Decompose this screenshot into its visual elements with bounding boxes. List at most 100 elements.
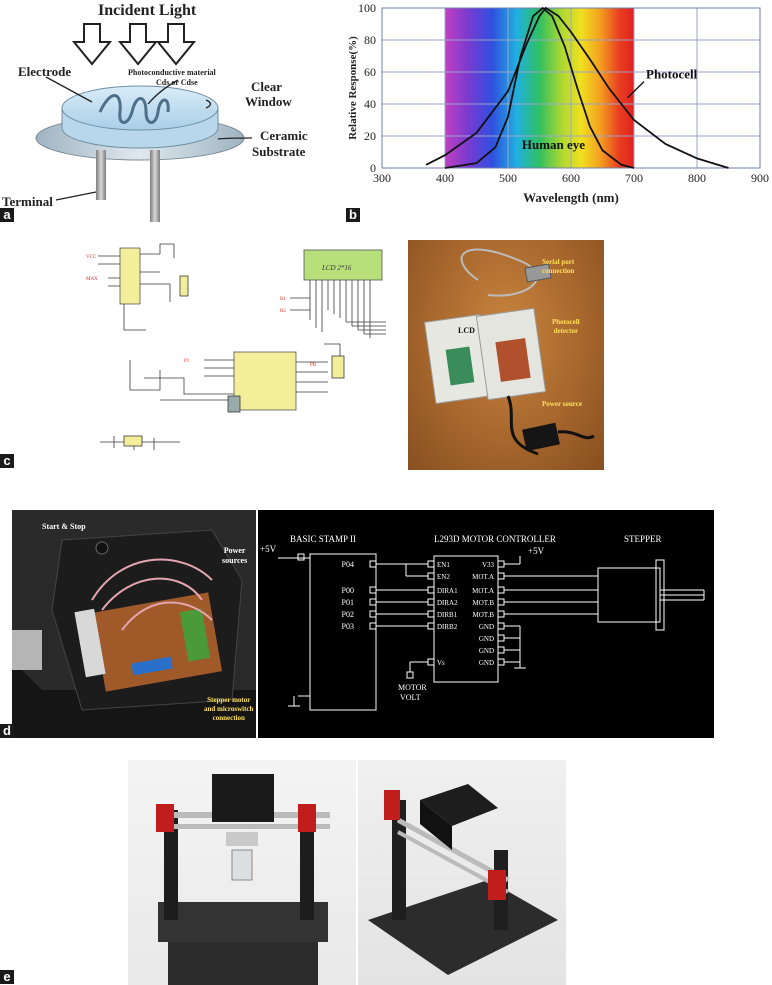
stamp-pin-label: P02 xyxy=(342,610,354,619)
annotation-photocell: Photocell xyxy=(646,66,698,81)
visible-spectrum-band xyxy=(445,8,634,168)
device-photo-side xyxy=(358,760,566,985)
panel-a: Incident Light Electrode Photoconductive… xyxy=(0,0,336,222)
lcd-label: LCD xyxy=(458,326,475,335)
stamp-pin-box xyxy=(369,598,377,606)
panel-label-a: a xyxy=(0,208,14,222)
driver-right-pin-box xyxy=(497,646,505,654)
basic-stamp-box xyxy=(309,553,377,711)
x-tick-label: 800 xyxy=(688,171,706,185)
series-line-human-eye xyxy=(444,6,635,169)
ldr-diagram xyxy=(35,23,253,222)
photoconductive-sub-label: Cds or Cdse xyxy=(156,78,198,87)
driver-right-pin-box xyxy=(497,634,505,642)
vcc-left-label: +5V xyxy=(260,544,277,554)
stamp-pin-label: P00 xyxy=(342,586,354,595)
annotation-photocell-arrow xyxy=(627,81,645,99)
driver-left-pin-box xyxy=(427,598,435,606)
stamp-pin-label: P01 xyxy=(342,598,354,607)
series-line-photocell xyxy=(425,6,729,169)
annotation-human-eye: Human eye xyxy=(522,137,585,152)
driver-left-pin-label: EN2 xyxy=(437,573,450,581)
clear-window-label-2: Window xyxy=(245,94,292,109)
svg-text:MAX: MAX xyxy=(86,277,98,282)
driver-left-pin-box xyxy=(427,610,435,618)
x-tick-label: 600 xyxy=(562,171,580,185)
stamp-pin-label: P04 xyxy=(342,560,354,569)
device-photo-front xyxy=(128,760,356,985)
y-tick-label: 60 xyxy=(364,65,376,79)
driver-left-pin-box xyxy=(427,560,435,568)
x-tick-label: 300 xyxy=(373,171,391,185)
ceramic-label: Ceramic xyxy=(260,128,308,143)
terminal-label: Terminal xyxy=(2,194,53,209)
plot-frame xyxy=(381,7,761,169)
driver-right-pin-label: MOT.B xyxy=(473,611,495,619)
substrate-label: Substrate xyxy=(252,144,306,159)
x-tick-label: 900 xyxy=(751,171,769,185)
power-source-label: Power source xyxy=(542,400,582,408)
y-tick-label: 40 xyxy=(364,97,376,111)
driver-left-pin-box xyxy=(427,586,435,594)
y-axis-label: Relative Response(%) xyxy=(347,36,359,140)
x-tick-label: 400 xyxy=(436,171,454,185)
stamp-pin-label: P03 xyxy=(342,622,354,631)
vcc-right-label: +5V xyxy=(528,546,545,556)
x-tick-label: 700 xyxy=(625,171,643,185)
panel-label-b: b xyxy=(346,208,360,222)
x-axis-label: Wavelength (nm) xyxy=(523,190,619,205)
driver-right-pin-label: MOT.A xyxy=(472,573,494,581)
driver-right-pin-label: GND xyxy=(479,635,494,643)
driver-left-pin-label: DIRA1 xyxy=(437,587,458,595)
svg-text:VCC: VCC xyxy=(86,255,97,260)
driver-left-pin-label: EN1 xyxy=(437,561,450,569)
driver-right-pin-box xyxy=(497,622,505,630)
panel-label-d: d xyxy=(0,724,14,738)
lcd-schematic-title: LCD 2*16 xyxy=(321,264,352,272)
motor-volt-terminal xyxy=(406,671,414,679)
y-tick-label: 80 xyxy=(364,33,376,47)
driver-right-pin-box xyxy=(497,572,505,580)
svg-text:R2: R2 xyxy=(280,309,286,314)
svg-text:P1: P1 xyxy=(184,359,190,364)
start-stop-label: Start & Stop xyxy=(42,522,86,531)
photoconductive-label: Photoconductive material xyxy=(128,68,216,77)
stamp-pin-box xyxy=(369,610,377,618)
driver-right-pin-box xyxy=(497,586,505,594)
stepper-flange xyxy=(655,559,665,631)
driver-left-pin-box xyxy=(427,658,435,666)
motor-schematic: BASIC STAMP II L293D MOTOR CONTROLLER STEP… xyxy=(258,510,714,738)
y-tick-label: 0 xyxy=(370,161,376,175)
driver-left-pin-label: Vs xyxy=(437,659,445,667)
svg-text:R1: R1 xyxy=(280,297,286,302)
vcc-left-terminal xyxy=(297,553,305,561)
l293d-title: L293D MOTOR CONTROLLER xyxy=(434,534,556,544)
driver-left-pin-label: DIRB2 xyxy=(437,623,458,631)
electrode-label: Electrode xyxy=(18,64,72,79)
panel-label-c: c xyxy=(0,454,14,468)
motor-volt-label: MOTOR xyxy=(398,683,427,692)
panel-label-e: e xyxy=(0,970,14,984)
driver-left-pin-box xyxy=(427,622,435,630)
basic-stamp-title: BASIC STAMP II xyxy=(290,534,356,544)
motor-schematic-lines: BASIC STAMP II L293D MOTOR CONTROLLER STEP… xyxy=(260,534,705,711)
svg-text:PB: PB xyxy=(310,363,317,368)
driver-left-pin-label: DIRB1 xyxy=(437,611,458,619)
motor-volt-label-2: VOLT xyxy=(400,693,421,702)
driver-right-pin-label: MOT.A xyxy=(472,587,494,595)
stepper-title: STEPPER xyxy=(624,534,662,544)
driver-right-pin-label: MOT.B xyxy=(473,599,495,607)
clear-window-label: Clear xyxy=(251,79,283,94)
incident-light-label: Incident Light xyxy=(98,2,197,19)
stamp-pin-box xyxy=(369,560,377,568)
stepper-motor-body xyxy=(597,567,661,623)
driver-right-pin-box xyxy=(497,658,505,666)
driver-right-pin-label: V33 xyxy=(482,561,495,569)
